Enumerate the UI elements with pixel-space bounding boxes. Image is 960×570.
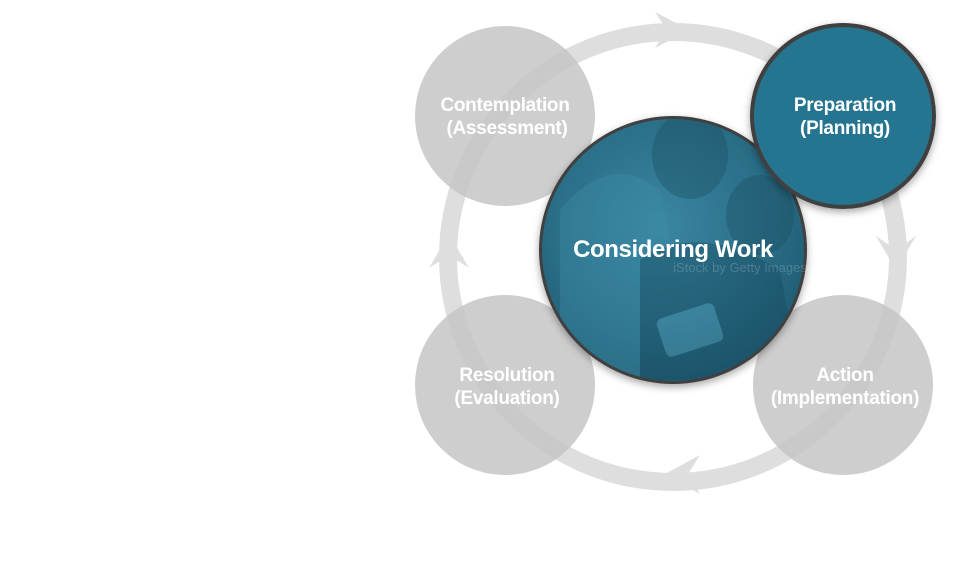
stage-action-subtitle: (Implementation) xyxy=(771,388,919,409)
arrow-right-icon xyxy=(655,12,690,48)
cycle-ring xyxy=(429,12,916,494)
center-photo-overlay xyxy=(560,119,800,380)
arrow-down-icon xyxy=(876,236,916,270)
stage-preparation: Preparation (Planning) xyxy=(750,23,936,209)
stage-resolution-title: Resolution xyxy=(459,365,554,386)
stage-resolution: Resolution (Evaluation) xyxy=(415,295,595,475)
arrow-left-icon xyxy=(665,455,700,494)
stage-preparation-title: Preparation xyxy=(794,95,896,116)
stage-preparation-subtitle: (Planning) xyxy=(800,118,890,139)
arrow-up-icon xyxy=(429,234,469,268)
stage-contemplation-subtitle: (Assessment) xyxy=(446,118,567,139)
stage-action: Action (Implementation) xyxy=(753,295,933,475)
stage-contemplation-title: Contemplation xyxy=(440,95,569,116)
stage-action-title: Action xyxy=(816,365,873,386)
stage-resolution-subtitle: (Evaluation) xyxy=(454,388,559,409)
stage-contemplation: Contemplation (Assessment) xyxy=(415,26,595,206)
center-watermark: iStock by Getty Images xyxy=(673,260,807,275)
center-circle: iStock by Getty Images Considering Work xyxy=(539,116,807,384)
center-title: Considering Work xyxy=(573,236,774,263)
